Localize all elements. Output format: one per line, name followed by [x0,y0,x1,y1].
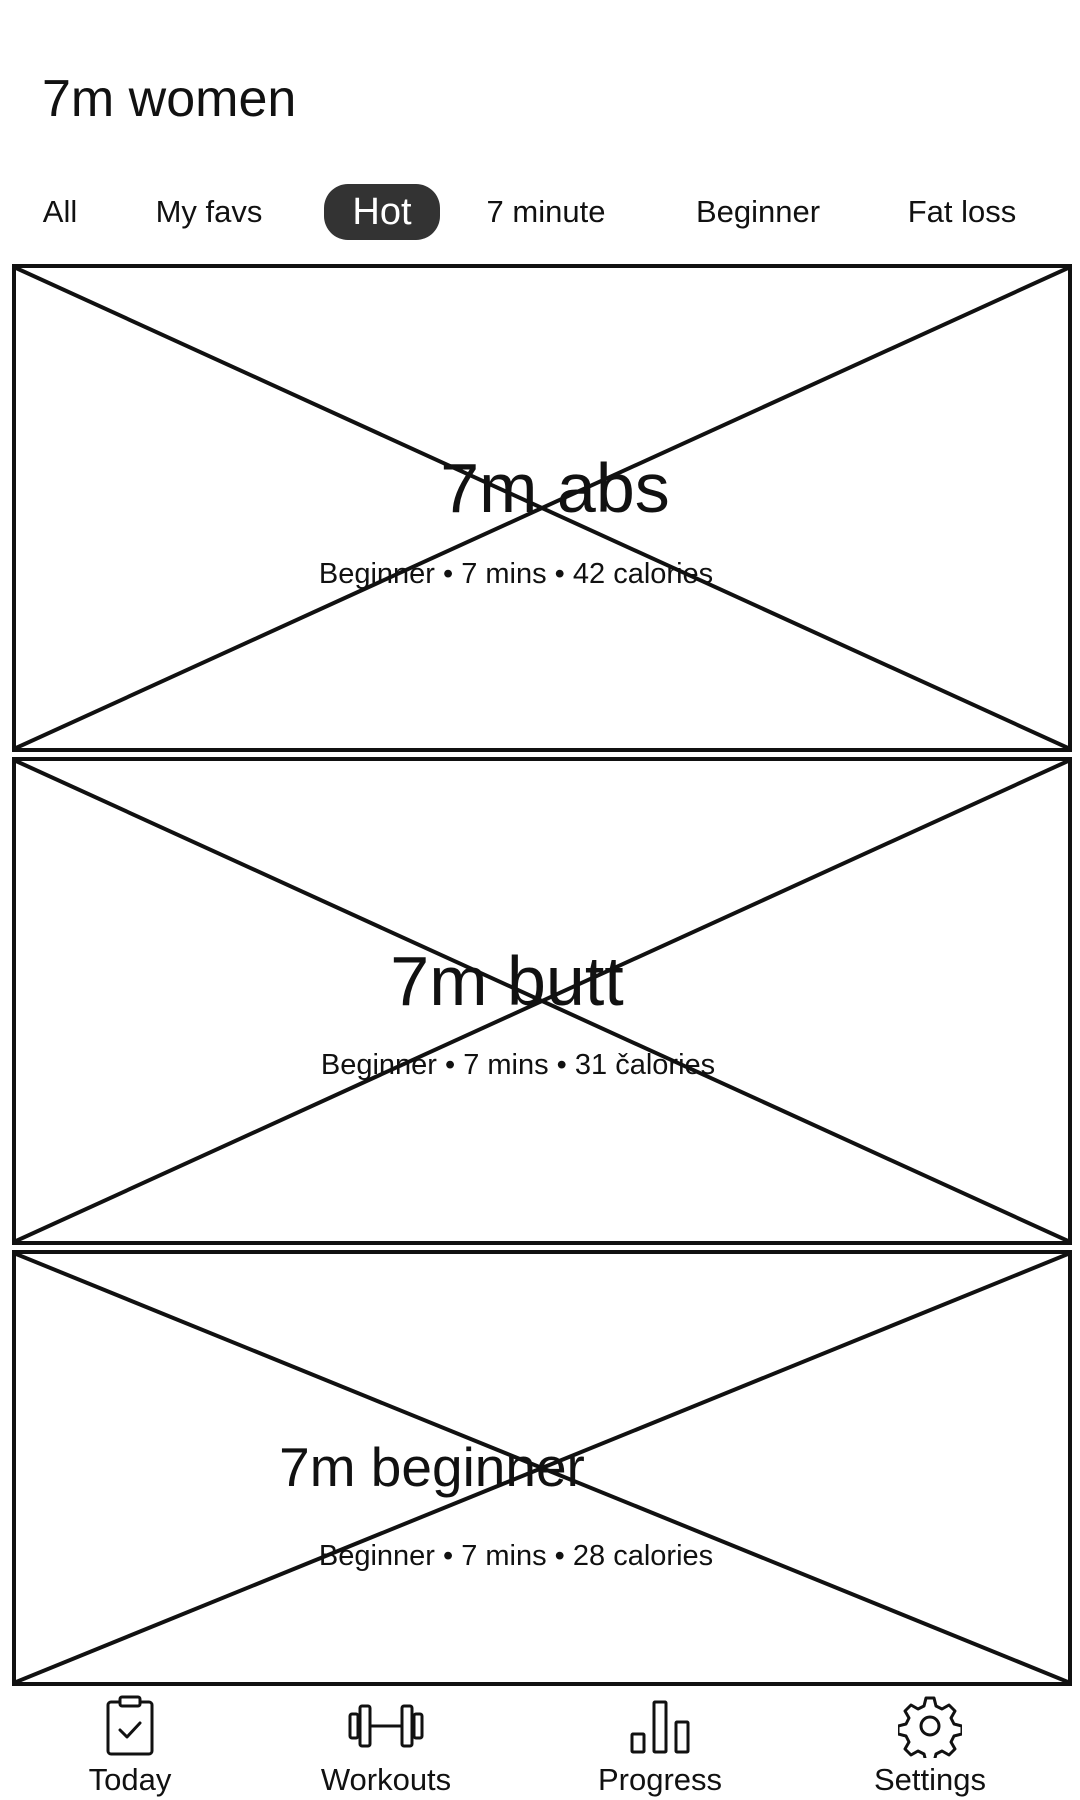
tab-7-minute[interactable]: 7 minute [486,194,606,229]
tab-beginner[interactable]: Beginner [695,194,821,229]
workout-title: 7m abs [440,449,670,527]
image-placeholder [16,761,1068,1241]
image-placeholder [16,268,1068,748]
workout-card-abs[interactable]: 7m abs Beginner • 7 mins • 42 calories [12,264,1072,752]
tab-hot[interactable]: Hot [324,184,440,240]
clipboard-check-icon [106,1695,154,1756]
dumbbell-icon [348,1704,424,1748]
workout-details: Beginner • 7 mins • 28 calories [318,1540,714,1572]
workout-title: 7m butt [390,942,624,1020]
app-title: 7m women [42,70,297,128]
image-placeholder [16,1254,1068,1682]
nav-today[interactable]: Today [30,1688,230,1800]
nav-progress[interactable]: Progress [560,1688,760,1800]
nav-label: Workouts [320,1762,452,1797]
workout-card-beginner[interactable]: 7m beginner Beginner • 7 mins • 28 calor… [12,1250,1072,1686]
workout-details: Beginner • 7 mins • 42 calories [318,558,714,590]
bottom-nav: Today Workouts Progress Settings [0,1688,1080,1800]
bar-chart-icon [630,1700,690,1754]
tab-fat-loss[interactable]: Fat loss [907,194,1017,229]
nav-settings[interactable]: Settings [830,1688,1030,1800]
nav-label: Today [88,1762,172,1797]
workout-title: 7m beginner [279,1436,585,1498]
tab-my-favs[interactable]: My favs [155,194,263,229]
nav-workouts[interactable]: Workouts [286,1688,486,1800]
workout-card-butt[interactable]: 7m butt Beginner • 7 mins • 31 čalories [12,757,1072,1245]
tab-all[interactable]: All [42,194,78,229]
workout-details: Beginner • 7 mins • 31 čalories [320,1049,716,1081]
nav-label: Settings [873,1762,986,1797]
nav-label: Progress [597,1762,723,1797]
gear-icon [898,1696,962,1758]
